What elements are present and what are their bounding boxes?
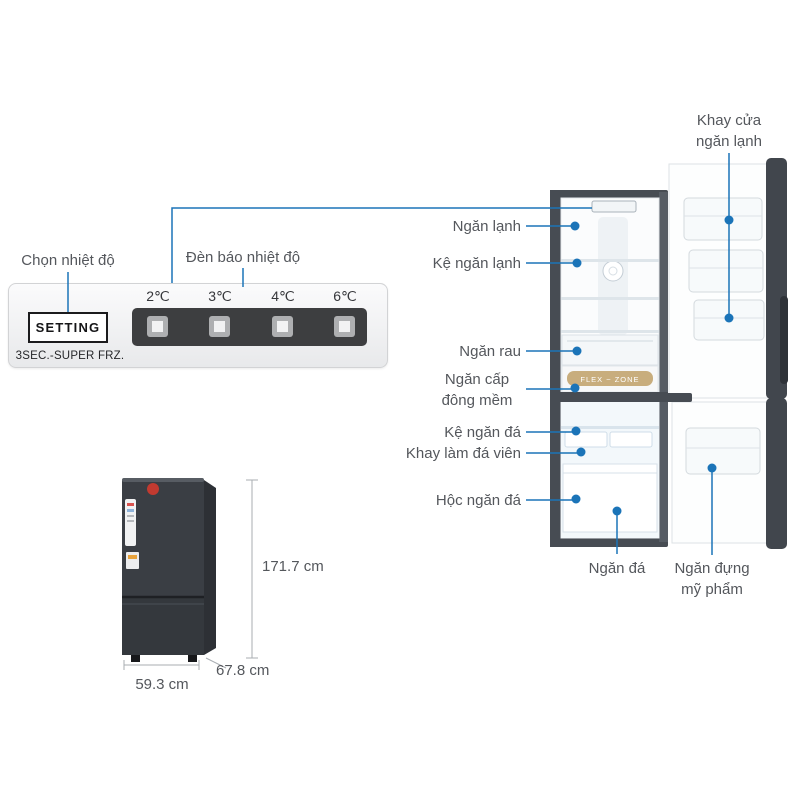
label-ice-tray: Khay làm đá viên bbox=[405, 445, 521, 462]
bottom-door-face bbox=[671, 401, 771, 544]
indicator-light-inner bbox=[339, 321, 350, 332]
label-freezer-bin: Hộc ngăn đá bbox=[435, 492, 521, 509]
door-trays bbox=[683, 197, 765, 341]
label-choose-temperature: Chọn nhiệt độ bbox=[21, 252, 115, 269]
indicator-light-inner bbox=[277, 321, 288, 332]
fan-cover bbox=[602, 260, 624, 282]
freezer-bin bbox=[562, 463, 658, 533]
cosmetic-tray bbox=[685, 427, 761, 475]
door-handle bbox=[780, 296, 788, 384]
door-display bbox=[125, 499, 136, 546]
air-duct bbox=[598, 217, 628, 335]
fridge-foot bbox=[131, 655, 140, 662]
bottom-door-edge bbox=[766, 398, 787, 549]
energy-label bbox=[126, 552, 139, 569]
indicator-light-6c bbox=[334, 316, 355, 337]
flex-zone-text: FLEX ~ ZONE bbox=[580, 375, 639, 384]
top-door-edge bbox=[766, 158, 787, 399]
label-width: 59.3 cm bbox=[135, 676, 189, 693]
fridge-side bbox=[204, 480, 216, 655]
middle-hinge bbox=[656, 393, 692, 402]
temp-option-3c: 3℃ bbox=[208, 288, 232, 304]
label-soft-freeze: Ngăn cấp đông mềm bbox=[441, 371, 513, 409]
label-height: 171.7 cm bbox=[262, 558, 324, 575]
setting-caption: 3SEC.-SUPER FRZ. bbox=[15, 350, 125, 362]
label-cooler: Ngăn lạnh bbox=[452, 218, 521, 235]
freezer-shelf bbox=[561, 426, 659, 429]
veg-drawer bbox=[561, 334, 659, 366]
label-temperature-indicator: Đèn báo nhiệt độ bbox=[185, 249, 301, 266]
indicator-strip bbox=[132, 308, 367, 346]
label-depth: 67.8 cm bbox=[216, 662, 270, 679]
temp-option-2c: 2℃ bbox=[146, 288, 170, 304]
label-veg-drawer: Ngăn rau bbox=[459, 343, 521, 360]
callout-dots bbox=[570, 215, 734, 516]
dimension-lines bbox=[123, 479, 258, 670]
label-door-tray: Khay cửa ngăn lạnh bbox=[696, 112, 762, 150]
temp-option-4c: 4℃ bbox=[271, 288, 295, 304]
top-door-face bbox=[668, 163, 771, 399]
label-freezer: Ngăn đá bbox=[588, 560, 646, 577]
setting-button: SETTING bbox=[28, 312, 108, 343]
fridge-foot bbox=[188, 655, 197, 662]
indicator-light-inner bbox=[214, 321, 225, 332]
led-display bbox=[591, 200, 637, 213]
indicator-light-4c bbox=[272, 316, 293, 337]
indicator-light-2c bbox=[147, 316, 168, 337]
label-cooler-shelf: Kệ ngăn lạnh bbox=[432, 255, 521, 272]
indicator-light-3c bbox=[209, 316, 230, 337]
label-freezer-shelf: Kệ ngăn đá bbox=[444, 424, 521, 441]
indicator-light-inner bbox=[152, 321, 163, 332]
temp-option-6c: 6℃ bbox=[333, 288, 357, 304]
soft-freeze-drawer bbox=[561, 365, 659, 393]
flex-zone-bar bbox=[567, 371, 653, 386]
fridge-doors bbox=[668, 158, 788, 549]
door-tray-lines bbox=[684, 215, 764, 319]
compartment-divider bbox=[550, 392, 668, 402]
brand-sticker bbox=[147, 483, 159, 495]
label-cosmetic-tray: Ngăn đựng mỹ phẩm bbox=[674, 560, 750, 598]
ice-trays bbox=[564, 431, 653, 448]
fridge-cabinet: FLEX ~ ZONE bbox=[550, 190, 692, 547]
freezer-drawer bbox=[122, 597, 204, 655]
cooler-shelf bbox=[561, 259, 659, 262]
product-photo bbox=[122, 478, 216, 662]
fridge-front bbox=[122, 478, 204, 655]
